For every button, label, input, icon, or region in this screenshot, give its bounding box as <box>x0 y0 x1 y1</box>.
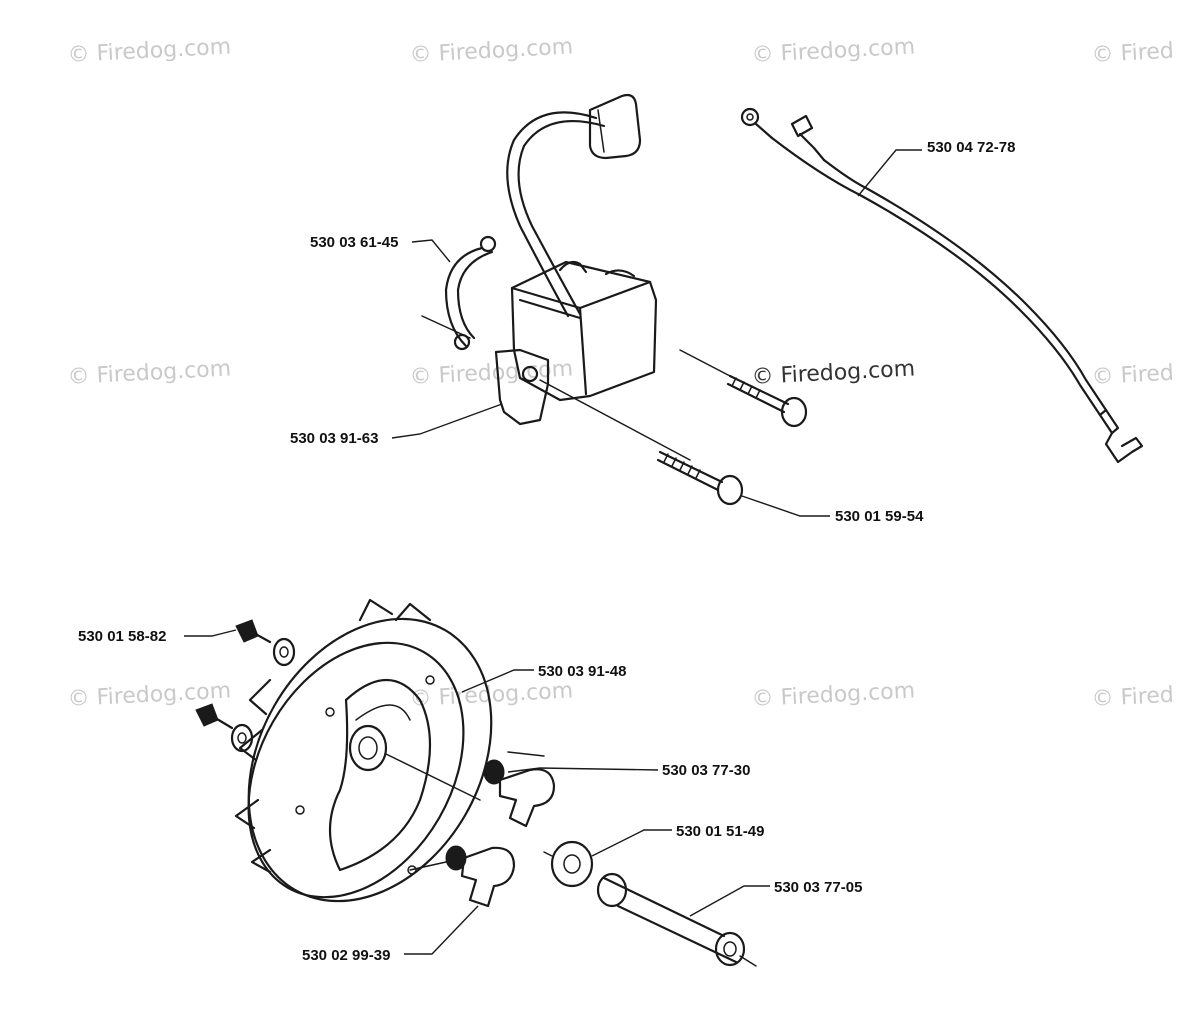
watermark: © Firedog.com <box>67 34 232 68</box>
washer-drawing <box>543 840 594 888</box>
callout-wire-harness: 530 04 72-78 <box>857 139 1015 197</box>
sleeve-drawing <box>596 872 757 967</box>
watermark: © Fired <box>1091 683 1174 712</box>
part-number-label: 530 03 77-05 <box>774 879 862 896</box>
watermarks: © Firedog.com © Firedog.com © Firedog.co… <box>67 34 1174 712</box>
pawl-drawing <box>409 845 516 908</box>
watermark: © Firedog.com <box>751 356 916 390</box>
watermark: © Firedog.com <box>751 34 916 68</box>
part-number-label: 530 01 51-49 <box>676 823 764 840</box>
watermark: © Firedog.com <box>409 34 574 68</box>
watermark: © Firedog.com <box>67 356 232 390</box>
flywheel-drawing <box>195 598 493 903</box>
callout-sleeve: 530 03 77-05 <box>689 879 862 917</box>
watermark: © Fired <box>1091 39 1174 68</box>
callout-flywheel-screw: 530 01 58-82 <box>78 628 237 645</box>
part-number-label: 530 03 77-30 <box>662 762 750 779</box>
screw-drawing <box>656 374 808 506</box>
part-number-label: 530 02 99-39 <box>302 947 390 964</box>
ignition-module-drawing <box>421 93 731 461</box>
part-number-label: 530 04 72-78 <box>927 139 1015 156</box>
pawl-spring-drawing <box>483 751 556 828</box>
watermark: © Firedog.com <box>751 678 916 712</box>
callout-screw: 530 01 59-54 <box>741 495 924 525</box>
part-number-label: 530 03 91-63 <box>290 430 378 447</box>
callout-washer: 530 01 51-49 <box>591 823 764 857</box>
part-number-label: 530 03 61-45 <box>310 234 398 251</box>
part-number-label: 530 01 58-82 <box>78 628 166 645</box>
watermark: © Fired <box>1091 361 1174 390</box>
callout-pawl-spring: 530 03 77-30 <box>507 762 750 779</box>
part-number-label: 530 01 59-54 <box>835 508 924 525</box>
callout-ignition-module: 530 03 91-63 <box>290 403 503 447</box>
wire-harness-drawing <box>740 107 1144 464</box>
callout-coil-clamp: 530 03 61-45 <box>310 234 451 263</box>
part-number-label: 530 03 91-48 <box>538 663 626 680</box>
callout-pawl: 530 02 99-39 <box>302 905 479 964</box>
callout-flywheel: 530 03 91-48 <box>461 663 626 693</box>
